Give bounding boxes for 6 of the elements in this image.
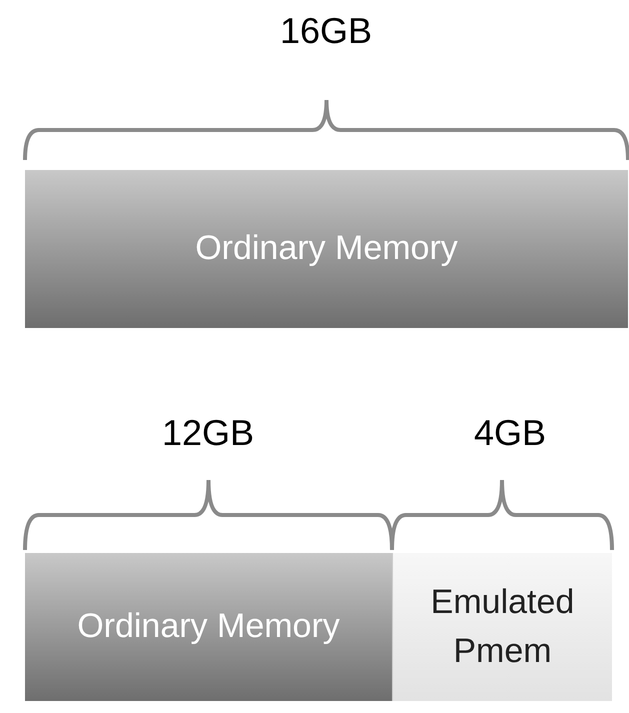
- size-label: 12GB: [162, 412, 254, 454]
- size-label: 16GB: [280, 10, 372, 52]
- size-label: 4GB: [474, 412, 546, 454]
- memory-block: Ordinary Memory: [25, 170, 628, 328]
- memory-block: Emulated Pmem: [392, 553, 612, 701]
- memory-block: Ordinary Memory: [25, 553, 392, 701]
